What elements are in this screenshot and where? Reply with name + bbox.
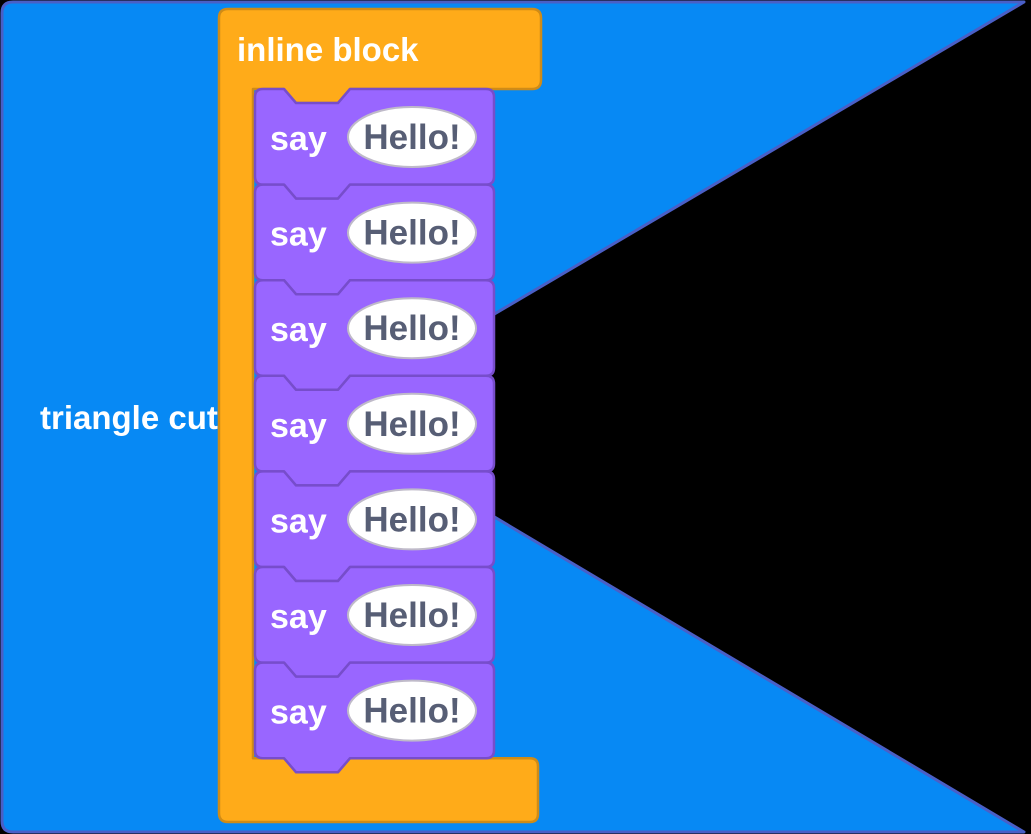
say-input-oval[interactable] xyxy=(347,679,477,742)
say-input-oval[interactable] xyxy=(347,297,477,360)
say-input-value: Hello! xyxy=(363,309,460,348)
say-input-value: Hello! xyxy=(363,500,460,539)
say-input-value: Hello! xyxy=(363,214,460,253)
say-input-value: Hello! xyxy=(363,692,460,731)
say-block[interactable]: say Hello! xyxy=(253,278,496,392)
say-block[interactable]: say Hello! xyxy=(253,183,496,296)
say-input-oval[interactable] xyxy=(347,584,477,646)
say-label: say xyxy=(270,120,327,158)
say-label: say xyxy=(270,694,327,732)
say-label: say xyxy=(270,311,327,349)
say-input-value: Hello! xyxy=(363,596,460,635)
say-label: say xyxy=(270,407,327,445)
say-input-value: Hello! xyxy=(363,118,460,157)
say-label: say xyxy=(270,216,327,254)
say-input-oval[interactable] xyxy=(347,106,477,168)
say-input-value: Hello! xyxy=(363,405,460,444)
inline-c-block[interactable] xyxy=(217,7,543,824)
say-input-oval[interactable] xyxy=(347,392,477,455)
say-block[interactable]: say Hello! xyxy=(253,87,496,200)
say-block[interactable]: say Hello! xyxy=(253,661,496,774)
say-input-oval[interactable] xyxy=(347,488,477,551)
backdrop-label: triangle cut xyxy=(40,399,218,436)
say-block-stack: say Hello! say Hello! say Hello! say Hel… xyxy=(253,87,496,774)
say-block[interactable]: say Hello! xyxy=(253,374,496,487)
c-block-label: inline block xyxy=(237,31,419,68)
say-block[interactable]: say Hello! xyxy=(253,565,496,678)
say-label: say xyxy=(270,598,327,636)
say-label: say xyxy=(270,502,327,540)
say-input-oval[interactable] xyxy=(347,201,477,264)
say-block[interactable]: say Hello! xyxy=(253,470,496,583)
